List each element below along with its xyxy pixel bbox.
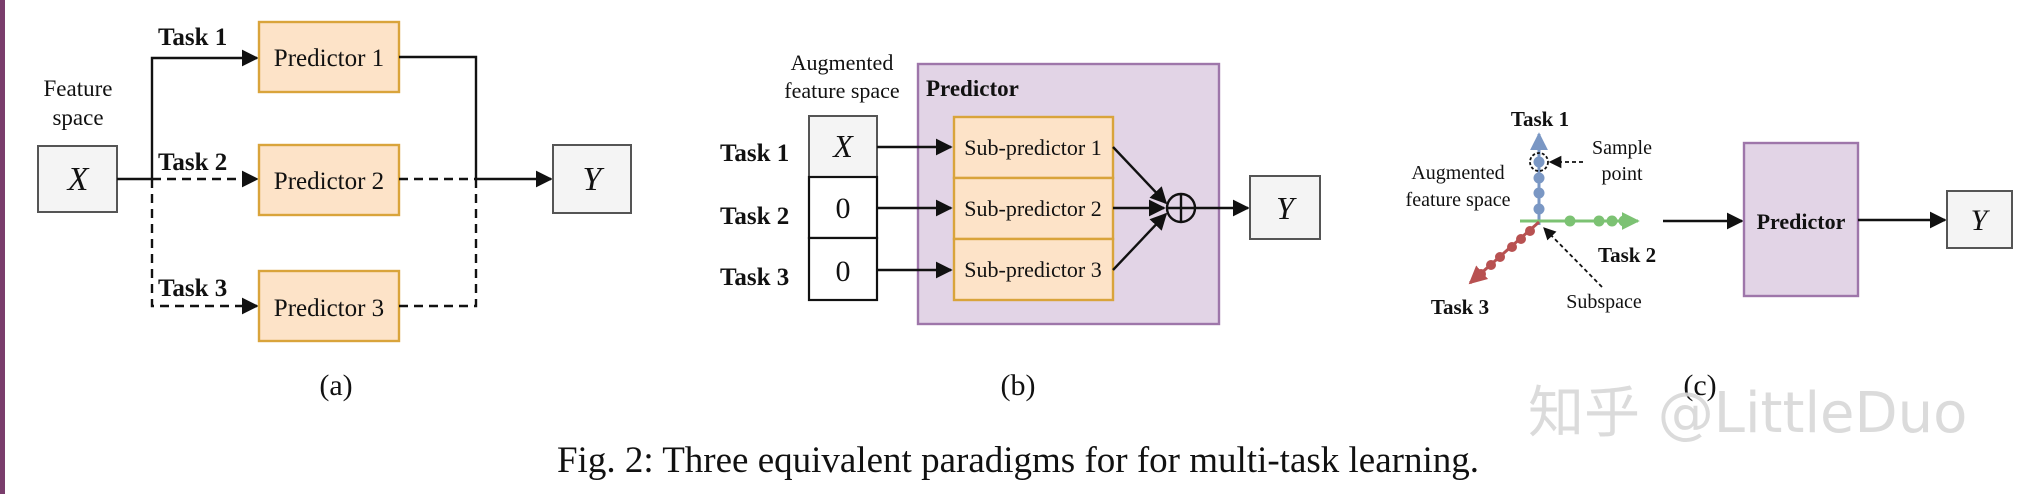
predictor-box-c	[1742, 141, 1860, 298]
subpredictor-2-box	[952, 176, 1115, 241]
input-zero-cell-3-label: 0	[836, 255, 851, 288]
input-x-cell-label: X	[831, 128, 854, 164]
task2-sample-points	[1564, 215, 1630, 227]
sample-point-label-line2: point	[1601, 163, 1643, 185]
edge-input-to-predictor-3	[150, 179, 259, 315]
task3-label-a: Task 3	[158, 275, 227, 302]
feature-space-label-line2: space	[52, 105, 103, 130]
sample-point-highlight	[1529, 152, 1549, 172]
task3-label-c: Task 3	[1431, 295, 1489, 319]
output-y-box-b	[1249, 175, 1321, 240]
task2-label-c: Task 2	[1598, 243, 1656, 267]
caption-b: (b)	[1001, 369, 1036, 402]
output-y-box-c	[1946, 190, 2013, 249]
caption-c: (c)	[1683, 369, 1716, 402]
panel-b: Augmented feature space Predictor Task 1…	[720, 50, 1321, 402]
input-x-box	[37, 145, 118, 213]
task3-label-b: Task 3	[720, 264, 789, 291]
subspace-pointer	[1543, 227, 1603, 288]
subspace-label: Subspace	[1566, 291, 1642, 313]
task2-label-a: Task 2	[158, 149, 227, 176]
augmented-label-line2-c: feature space	[1406, 189, 1511, 211]
subpredictor-2-label: Sub-predictor 2	[964, 196, 1101, 221]
edge-predictor-1-to-output	[399, 55, 478, 179]
sample-point-label-line1: Sample	[1592, 137, 1652, 159]
task1-label-b: Task 1	[720, 140, 789, 167]
task1-sample-points	[1533, 156, 1545, 215]
task3-sample-points	[1476, 226, 1535, 279]
panel-a: Feature space X Task 1 Task 2 Task 3 Pre…	[37, 20, 632, 402]
predictor-label-c: Predictor	[1757, 209, 1846, 234]
edge-input-to-predictor-1	[117, 49, 259, 181]
predictor-panel-title: Predictor	[926, 76, 1019, 101]
predictor-2-label: Predictor 2	[274, 168, 384, 195]
input-zero-cell-2-label: 0	[836, 192, 851, 225]
feature-space-label-line1: Feature	[44, 76, 113, 101]
task2-label-b: Task 2	[720, 203, 789, 230]
augmented-label-line2-b: feature space	[784, 78, 899, 103]
output-y-label-b: Y	[1276, 190, 1297, 226]
task1-label-c: Task 1	[1511, 107, 1569, 131]
task1-label-a: Task 1	[158, 24, 227, 51]
output-y-box	[552, 144, 632, 214]
figure-caption: Fig. 2: Three equivalent paradigms for f…	[557, 440, 1479, 481]
predictor-3-box	[257, 269, 401, 343]
subpredictor-3-label: Sub-predictor 3	[964, 257, 1101, 282]
left-border-strip	[0, 0, 5, 494]
predictor-3-label: Predictor 3	[274, 295, 384, 322]
subpredictor-1-label: Sub-predictor 1	[964, 135, 1101, 160]
edge-subpredictor-3-to-sum	[1112, 212, 1168, 271]
predictor-1-label: Predictor 1	[274, 45, 384, 72]
output-y-label: Y	[583, 161, 605, 198]
panel-c: Task 1 Sample point A	[1406, 107, 2013, 402]
watermark-text: 知乎 @LittleDuo	[1528, 381, 1967, 446]
sum-operator-icon	[1165, 192, 1197, 224]
augmented-label-line1-c: Augmented	[1411, 162, 1504, 184]
output-y-label-c: Y	[1971, 204, 1991, 237]
edge-predictor-3-to-output	[399, 179, 478, 308]
augmented-label-line1-b: Augmented	[791, 50, 894, 75]
edge-subpredictor-1-to-sum	[1112, 146, 1168, 205]
input-x-label: X	[66, 161, 90, 198]
caption-a: (a)	[319, 369, 352, 402]
predictor-2-box	[257, 143, 401, 217]
